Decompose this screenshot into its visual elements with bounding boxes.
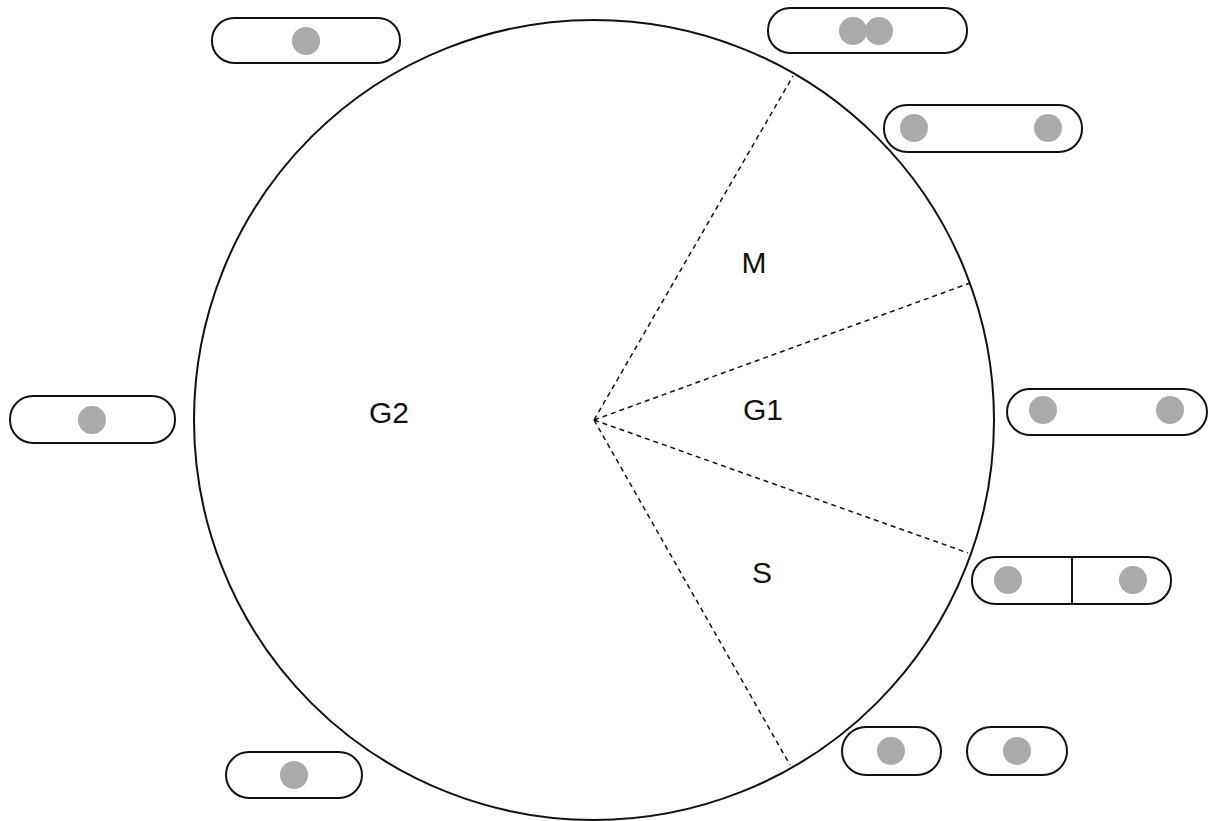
nucleoid bbox=[78, 406, 106, 434]
cell bbox=[212, 18, 400, 63]
nucleoid bbox=[994, 566, 1022, 594]
phase-label: M bbox=[742, 248, 767, 278]
cell bbox=[972, 557, 1171, 604]
phase-label: S bbox=[752, 558, 772, 588]
phase-label: G2 bbox=[369, 398, 409, 428]
cell bbox=[842, 727, 941, 775]
cells bbox=[10, 8, 1207, 798]
nucleoid bbox=[280, 761, 308, 789]
nucleoid bbox=[1156, 396, 1184, 424]
phase-label: G1 bbox=[743, 395, 783, 425]
phase-dividers bbox=[594, 76, 970, 765]
cell bbox=[967, 727, 1067, 775]
nucleoid bbox=[1003, 737, 1031, 765]
nucleoid bbox=[877, 737, 905, 765]
phase-divider bbox=[594, 420, 968, 553]
nucleoids bbox=[78, 17, 1184, 789]
cell bbox=[768, 8, 967, 53]
nucleoid bbox=[1034, 114, 1062, 142]
nucleoid bbox=[900, 114, 928, 142]
phase-divider bbox=[594, 420, 790, 765]
nucleoid bbox=[1119, 566, 1147, 594]
nucleoid bbox=[839, 17, 867, 45]
cell bbox=[1007, 389, 1207, 435]
nucleoid bbox=[865, 17, 893, 45]
nucleoid bbox=[1029, 396, 1057, 424]
nucleoid bbox=[292, 27, 320, 55]
cell bbox=[884, 105, 1082, 152]
cycle-circle bbox=[194, 20, 994, 820]
cell bbox=[226, 752, 362, 798]
cell bbox=[10, 396, 175, 443]
phase-divider bbox=[594, 76, 793, 420]
septum bbox=[1071, 557, 1073, 604]
